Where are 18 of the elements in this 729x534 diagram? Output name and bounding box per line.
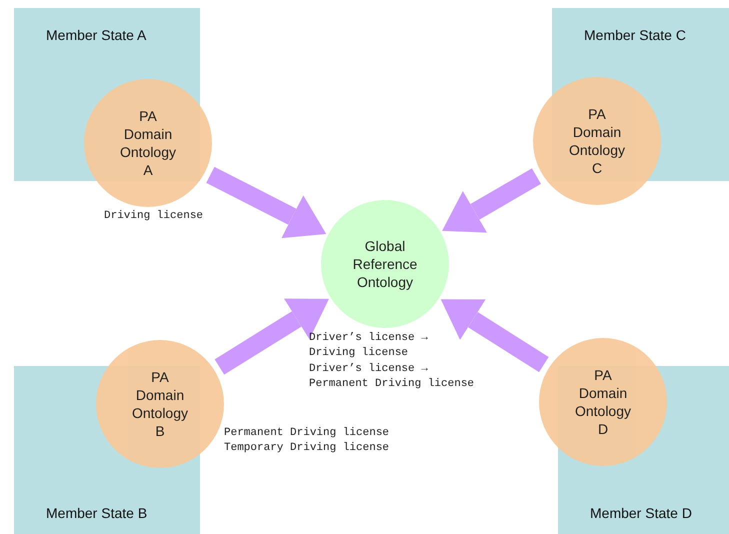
- ontology-label: PA Domain Ontology B: [130, 368, 190, 440]
- member-state-label: Member State C: [584, 26, 686, 45]
- ontology-label: Global Reference Ontology: [352, 237, 418, 291]
- block-arrow: [214, 298, 329, 375]
- member-state-label: Member State B: [46, 504, 148, 523]
- term-note: Temporary Driving license: [224, 441, 390, 456]
- ontology-label: PA Domain Ontology C: [568, 105, 626, 177]
- block-arrow: [440, 299, 549, 372]
- block-arrow: [206, 166, 326, 238]
- member-state-label: Member State D: [590, 504, 692, 523]
- member-state-label: Member State A: [46, 26, 146, 45]
- term-note: Driver’s license → Permanent Driving license: [309, 362, 476, 392]
- ontology-label: PA Domain Ontology A: [118, 107, 178, 179]
- term-note: Driver’s license → Driving license: [309, 331, 429, 361]
- ontology-label: PA Domain Ontology D: [574, 366, 632, 438]
- block-arrow: [442, 168, 541, 233]
- term-note: Driving license: [104, 209, 204, 224]
- term-note: Permanent Driving license: [224, 426, 390, 441]
